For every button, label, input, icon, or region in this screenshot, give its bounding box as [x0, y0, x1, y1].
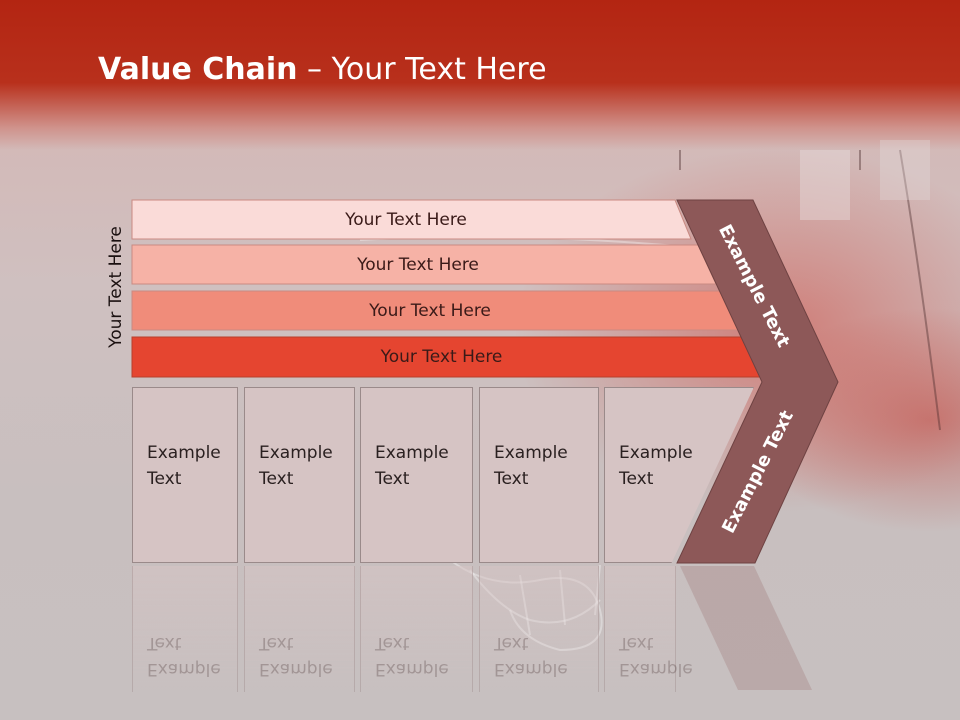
row-shape-1 [131, 199, 692, 240]
row-2[interactable]: Your Text Here [132, 245, 716, 284]
row-1[interactable]: Your Text Here [132, 200, 692, 239]
example-box-3[interactable]: Example Text [360, 387, 473, 563]
box-5-reflection: Example Text [604, 566, 693, 692]
row-1-label: Your Text Here [345, 209, 467, 230]
box-1-reflection-line2: Text [147, 633, 182, 653]
box-3-reflection: Example Text [360, 566, 473, 692]
row-2-label: Your Text Here [357, 254, 479, 275]
box-2-line2: Text [259, 469, 294, 489]
box-5-reflection-line2: Text [619, 633, 654, 653]
box-3-line2: Text [375, 469, 410, 489]
box-2-line1: Example [259, 443, 333, 463]
example-box-1[interactable]: Example Text [132, 387, 238, 563]
box-1-reflection-line1: Example [147, 659, 221, 679]
box-3-line1: Example [375, 443, 449, 463]
box-1-reflection: Example Text [132, 566, 238, 692]
box-3-reflection-line1: Example [375, 659, 449, 679]
box-4-line2: Text [494, 469, 529, 489]
box-4-reflection: Example Text [479, 566, 599, 692]
slide-title: Value Chain – Your Text Here [98, 52, 547, 87]
example-box-4[interactable]: Example Text [479, 387, 599, 563]
box-1-line1: Example [147, 443, 221, 463]
box-3-reflection-line2: Text [375, 633, 410, 653]
box-4-line1: Example [494, 443, 568, 463]
row-4-label: Your Text Here [380, 347, 503, 367]
title-bold: Value Chain [98, 52, 298, 87]
box-2-reflection-line1: Example [259, 659, 333, 679]
row-3-label: Your Text Here [369, 300, 491, 321]
box-5-reflection-line1: Example [619, 659, 693, 679]
box-4-reflection-line1: Example [494, 659, 568, 679]
box-2-reflection-line2: Text [259, 633, 294, 653]
chevron-reflection [680, 566, 812, 690]
box-5-line2: Text [619, 469, 654, 489]
box-5-line1: Example [619, 443, 693, 463]
title-band [0, 0, 960, 150]
box-1-line2: Text [147, 469, 182, 489]
example-box-2[interactable]: Example Text [244, 387, 355, 563]
chevron-arrow [676, 199, 839, 564]
box-2-reflection: Example Text [244, 566, 355, 692]
row-3[interactable]: Your Text Here [132, 291, 740, 330]
title-rest: – Your Text Here [297, 52, 547, 87]
box-4-reflection-line2: Text [494, 633, 529, 653]
row-4[interactable]: Your Text Here [132, 337, 763, 377]
